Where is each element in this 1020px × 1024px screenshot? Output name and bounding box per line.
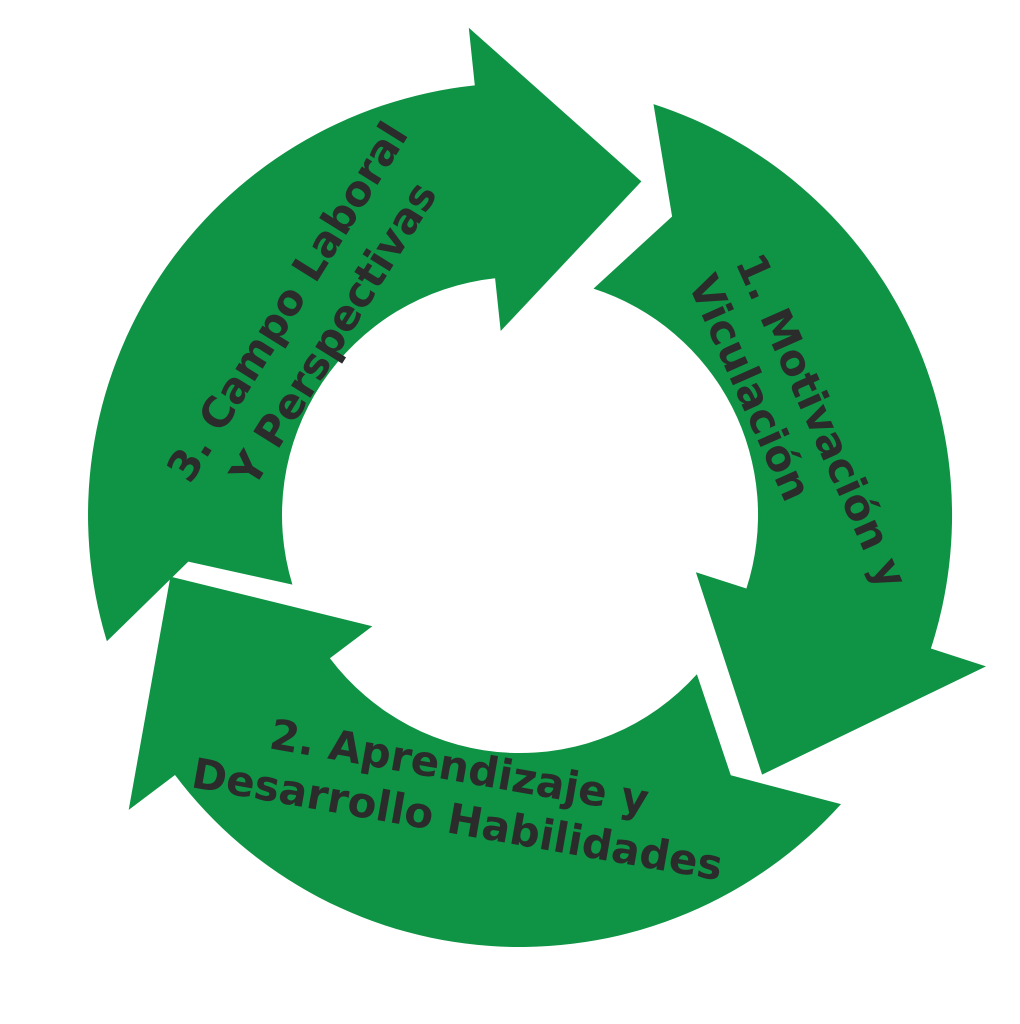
cycle-arrow-campo-laboral [88,27,642,642]
cycle-arrow-aprendizaje [128,576,841,947]
cycle-arrow-motivacion [593,104,986,775]
